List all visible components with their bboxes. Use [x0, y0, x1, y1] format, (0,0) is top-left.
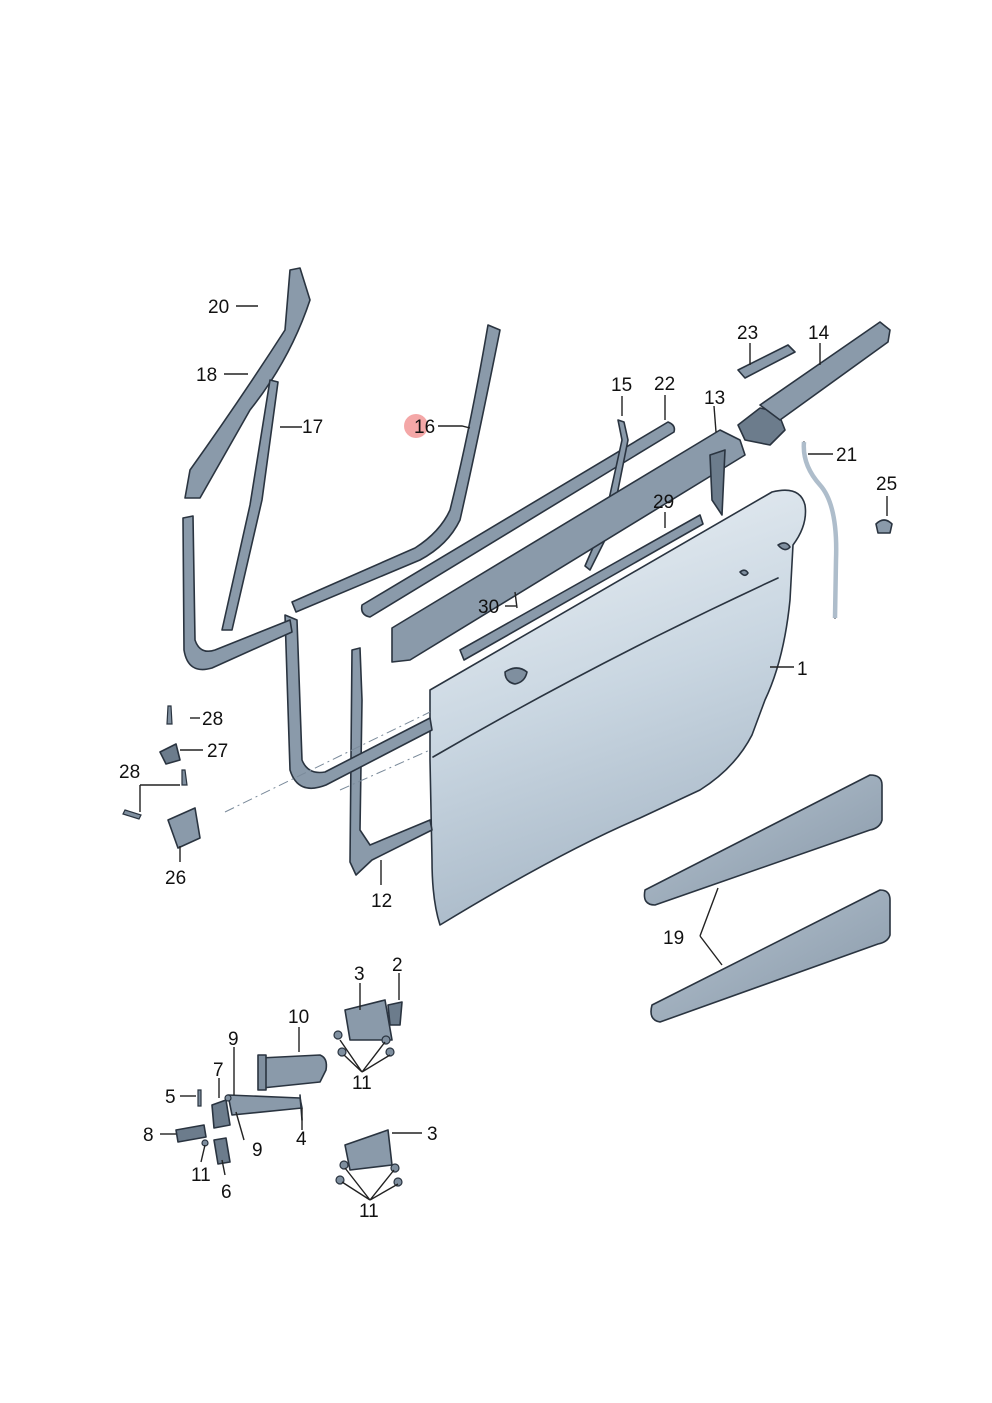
callout-15: 15: [611, 375, 632, 396]
callout-4: 4: [296, 1129, 307, 1150]
door-seal-long[interactable]: [291, 324, 501, 613]
callout-2: 2: [392, 955, 403, 976]
callout-18: 18: [196, 365, 217, 386]
callout-1: 1: [797, 659, 808, 680]
leader-lines: [139, 305, 888, 1201]
grommet[interactable]: [875, 519, 893, 534]
callout-30: 30: [478, 597, 499, 618]
callout-27: 27: [207, 741, 228, 762]
callout-6: 6: [221, 1182, 232, 1203]
water-drain-hose[interactable]: [801, 441, 839, 619]
callout-20: 20: [208, 297, 229, 318]
small-cover-trim[interactable]: [737, 344, 796, 379]
callout-9-lower: 9: [252, 1140, 263, 1161]
door-check-strap[interactable]: [257, 1054, 328, 1091]
callout-17: 17: [302, 417, 323, 438]
callout-7: 7: [213, 1060, 224, 1081]
callout-29: 29: [653, 492, 674, 513]
window-guide-rail[interactable]: [584, 419, 629, 571]
outer-window-strip[interactable]: [360, 421, 676, 618]
callout-3-lower: 3: [427, 1124, 438, 1145]
inner-window-strip[interactable]: [391, 429, 746, 663]
door-shell[interactable]: [429, 489, 807, 926]
door-lower-seal[interactable]: [284, 614, 433, 789]
hinge-screws[interactable]: [333, 1030, 403, 1187]
callout-labels: 1 2 3 3 4 5 6 7 8 9 9 10 11 11 11 12 13 …: [119, 297, 897, 1222]
callout-11-lower: 11: [359, 1201, 379, 1222]
hinge-bracket-left[interactable]: [122, 705, 201, 849]
callout-12: 12: [371, 891, 392, 912]
callout-28-lower: 28: [119, 762, 140, 783]
highlight-marker: [404, 414, 428, 438]
sill-trim-pads[interactable]: [643, 774, 891, 1023]
hinge-lower[interactable]: [344, 1129, 393, 1171]
a-pillar-seal[interactable]: [182, 267, 311, 671]
callout-11-upper: 11: [352, 1073, 372, 1094]
callout-21: 21: [836, 445, 857, 466]
lower-sill-strip[interactable]: [459, 514, 704, 661]
door-stop-parts[interactable]: [175, 1089, 303, 1165]
callout-13: 13: [704, 388, 725, 409]
door-frame-seal[interactable]: [349, 647, 433, 876]
window-mechanism-bracket[interactable]: [737, 407, 786, 446]
callout-8: 8: [143, 1125, 154, 1146]
callout-25: 25: [876, 474, 897, 495]
callout-5: 5: [165, 1087, 176, 1108]
a-pillar-trim[interactable]: [221, 379, 279, 631]
callout-26: 26: [165, 868, 186, 889]
callout-14: 14: [808, 323, 830, 344]
callout-28-upper: 28: [202, 709, 223, 730]
callout-10: 10: [288, 1007, 309, 1028]
callout-22: 22: [654, 374, 675, 395]
callout-3-upper: 3: [354, 964, 365, 985]
callout-23: 23: [737, 323, 758, 344]
callout-16: 16: [414, 417, 435, 438]
callout-19: 19: [663, 928, 684, 949]
hinge-upper[interactable]: [344, 999, 403, 1041]
window-regulator-rail[interactable]: [759, 321, 891, 421]
callout-11-left: 11: [191, 1165, 211, 1186]
callout-9-upper: 9: [228, 1029, 239, 1050]
